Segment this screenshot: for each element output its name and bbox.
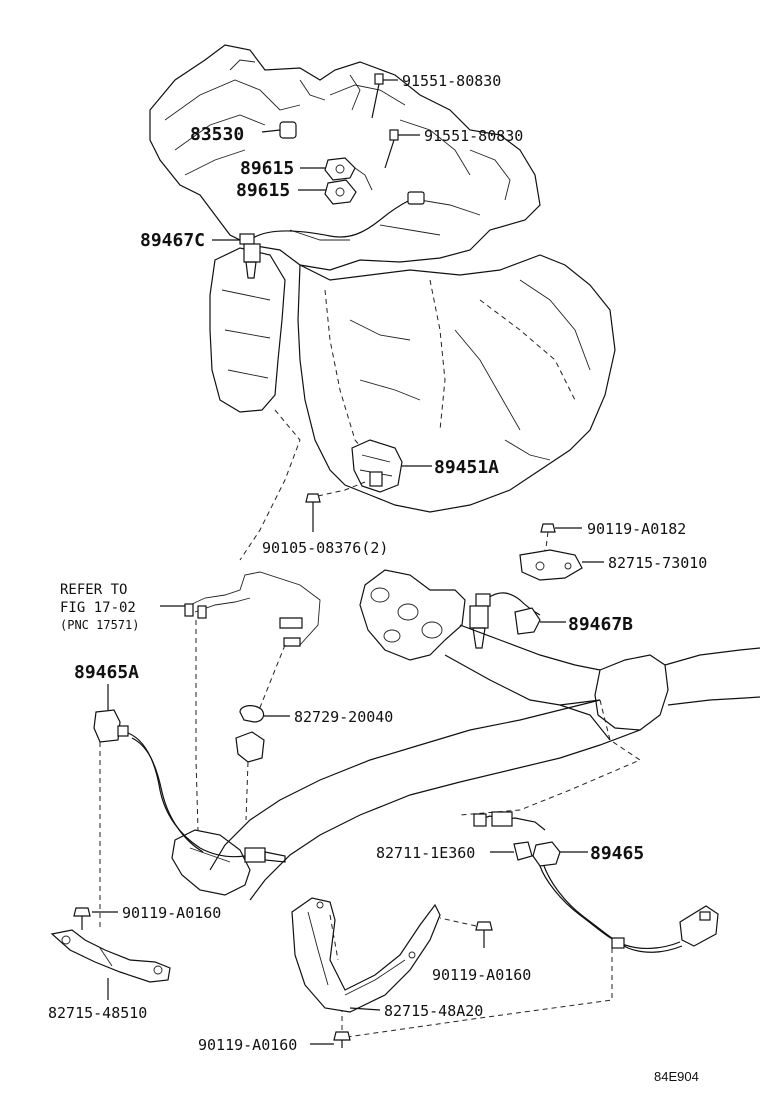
label-83530: 83530 <box>190 124 244 145</box>
label-82715-48510: 82715-48510 <box>48 1004 147 1022</box>
label-89615-a: 89615 <box>240 158 294 179</box>
engine-illustration <box>149 44 616 561</box>
bolt-90119-mid <box>439 917 493 948</box>
switch-83530 <box>261 121 297 139</box>
clamp-82729-20040 <box>235 705 290 821</box>
sensor-89451A <box>351 439 432 493</box>
label-90119-A0182: 90119-A0182 <box>587 520 686 538</box>
label-91551-80830-b: 91551-80830 <box>424 127 523 145</box>
clamp-82711-1E360 <box>490 841 533 861</box>
exhaust-manifold <box>171 569 760 901</box>
refer-to-line3: (PNC 17571) <box>60 618 139 632</box>
bolt-91551-a <box>371 73 398 119</box>
refer-to-line2: FIG 17-02 <box>60 600 136 616</box>
label-89465: 89465 <box>590 843 644 864</box>
label-90119-A0160-bottom: 90119-A0160 <box>198 1036 297 1054</box>
oxygen-sensor-89467B <box>469 592 566 649</box>
label-89615-b: 89615 <box>236 180 290 201</box>
bracket-82715-48510 <box>50 929 171 1000</box>
bolt-90105 <box>305 481 366 532</box>
label-82715-48A20: 82715-48A20 <box>384 1002 483 1020</box>
oxygen-sensor-89465A <box>93 684 286 930</box>
bracket-82715-73010 <box>519 549 604 581</box>
oxygen-sensor-89465 <box>339 811 719 1039</box>
label-89451A: 89451A <box>434 457 499 478</box>
bolt-90119-bottom <box>310 1010 351 1048</box>
diagram-code: 84E904 <box>654 1069 699 1084</box>
heat-shield-bracket <box>160 571 321 831</box>
label-89467B: 89467B <box>568 614 633 635</box>
knock-sensor-89615-b <box>298 179 357 205</box>
label-89467C: 89467C <box>140 230 205 251</box>
bolt-90119-left <box>73 907 118 930</box>
label-82711-1E360: 82711-1E360 <box>376 844 475 862</box>
label-89465A: 89465A <box>74 662 139 683</box>
bracket-82715-48A20 <box>291 897 441 1013</box>
label-90119-A0160-mid: 90119-A0160 <box>432 966 531 984</box>
refer-to-line1: REFER TO <box>60 582 127 598</box>
label-90105-08376: 90105-08376(2) <box>262 539 388 557</box>
bolt-91551-b <box>384 129 420 169</box>
label-91551-80830-a: 91551-80830 <box>402 72 501 90</box>
label-90119-A0160-left: 90119-A0160 <box>122 904 221 922</box>
knock-sensor-89615-a <box>300 157 373 191</box>
label-82715-73010: 82715-73010 <box>608 554 707 572</box>
bolt-90119-A0182 <box>539 523 582 561</box>
oxygen-sensor-89467C <box>212 191 425 279</box>
label-82729-20040: 82729-20040 <box>294 708 393 726</box>
